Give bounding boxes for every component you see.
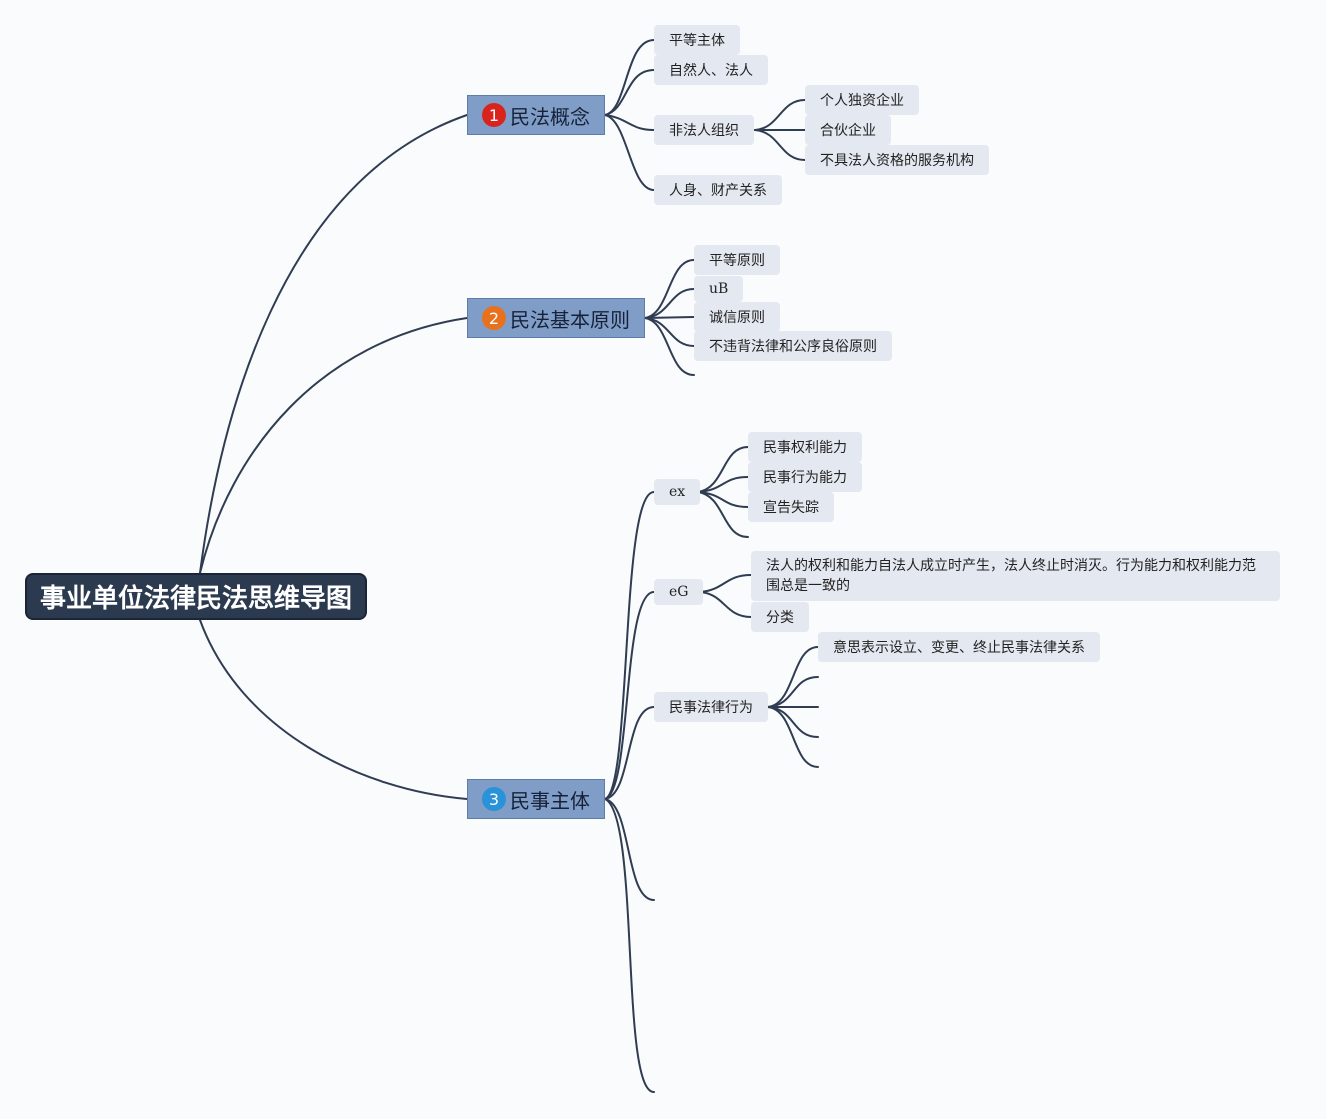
link-root-principles: [199, 317, 468, 574]
topic-civil-subject[interactable]: 3 民事主体: [467, 779, 605, 819]
link-root-concept: [199, 114, 468, 574]
node-civil-rights-capacity[interactable]: 民事权利能力: [748, 432, 862, 462]
node-civil-act-capacity[interactable]: 民事行为能力: [748, 462, 862, 492]
topic-label: 民法基本原则: [510, 307, 630, 332]
node-personal-property-relations[interactable]: 人身、财产关系: [654, 175, 782, 205]
node-service-organization[interactable]: 不具法人资格的服务机构: [805, 145, 989, 175]
topic-label: 民事主体: [510, 788, 590, 813]
node-sole-enterprise[interactable]: 个人独资企业: [805, 85, 919, 115]
topic-civil-law-concept[interactable]: 1 民法概念: [467, 95, 605, 135]
node-ex[interactable]: ex: [654, 479, 701, 505]
node-partnership[interactable]: 合伙企业: [805, 115, 891, 145]
node-equality-principle[interactable]: 平等原则: [694, 245, 780, 275]
node-equal-subject[interactable]: 平等主体: [654, 25, 740, 55]
node-legal-person-capacity[interactable]: 法人的权利和能力自法人成立时产生，法人终止时消灭。行为能力和权利能力范围总是一致…: [751, 551, 1280, 601]
node-natural-legal-person[interactable]: 自然人、法人: [654, 55, 768, 85]
node-eg[interactable]: eG: [654, 579, 704, 605]
topic-label: 民法概念: [510, 104, 590, 129]
node-good-faith-principle[interactable]: 诚信原则: [694, 302, 780, 332]
number-one-icon: 1: [482, 103, 506, 127]
node-civil-legal-act[interactable]: 民事法律行为: [654, 692, 768, 722]
node-intent-expression[interactable]: 意思表示设立、变更、终止民事法律关系: [818, 632, 1100, 662]
node-non-legal-organization[interactable]: 非法人组织: [654, 115, 754, 145]
node-classification[interactable]: 分类: [751, 602, 809, 632]
node-declare-missing[interactable]: 宣告失踪: [748, 492, 834, 522]
node-public-order-principle[interactable]: 不违背法律和公序良俗原则: [694, 331, 892, 361]
node-ub[interactable]: uB: [694, 276, 744, 302]
topic-basic-principles[interactable]: 2 民法基本原则: [467, 298, 645, 338]
root-topic[interactable]: 事业单位法律民法思维导图: [25, 573, 367, 620]
number-three-icon: 3: [482, 787, 506, 811]
number-two-icon: 2: [482, 306, 506, 330]
link-root-subject: [199, 619, 468, 800]
